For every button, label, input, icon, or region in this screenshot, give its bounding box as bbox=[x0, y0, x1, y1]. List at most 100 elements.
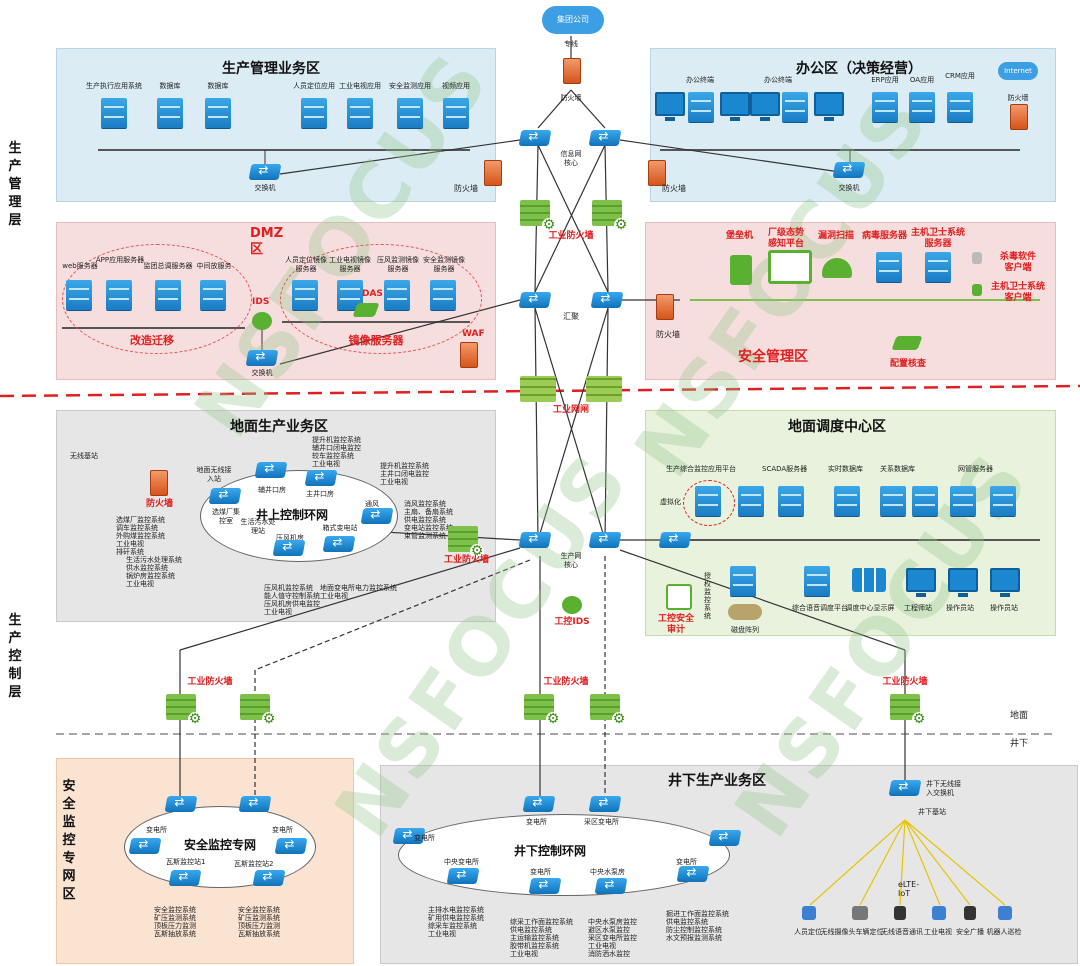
underground-node-label: 变电所 bbox=[530, 868, 551, 876]
switch-icon bbox=[658, 532, 692, 548]
switch-icon bbox=[676, 866, 710, 882]
group-company-cloud: 集团公司 bbox=[542, 6, 604, 34]
switch-icon bbox=[832, 162, 866, 178]
server-icon bbox=[106, 280, 132, 310]
system-label: 水文预报监测系统 bbox=[666, 934, 722, 942]
system-label: 调车监控系统 bbox=[116, 524, 158, 532]
system-label: 主排水电监控系统 bbox=[428, 906, 484, 914]
system-label: 主扇、备扇系统 bbox=[404, 508, 453, 516]
pc-icon bbox=[655, 92, 685, 121]
system-label: 工业电视 bbox=[588, 942, 616, 950]
server-label: 生产执行应用系统 bbox=[86, 82, 142, 90]
server-icon bbox=[155, 280, 181, 310]
wireless-switch-icon bbox=[888, 780, 922, 796]
system-label: 供电监控系统 bbox=[510, 926, 552, 934]
server-icon bbox=[347, 98, 373, 128]
endpoint-icon bbox=[964, 906, 976, 920]
prod-core-switch-left bbox=[518, 532, 552, 548]
ind-ids-label: 工控IDS bbox=[554, 617, 590, 627]
server-icon bbox=[397, 98, 423, 128]
migration-ring bbox=[62, 244, 252, 354]
switch-icon bbox=[594, 878, 628, 894]
surface-node-label: 地面无线接入站 bbox=[196, 466, 232, 483]
info-core-switch-right bbox=[588, 130, 622, 146]
system-label: 工业电视 bbox=[320, 592, 348, 600]
system-label: 消风监控系统 bbox=[404, 500, 446, 508]
endpoint-icon bbox=[852, 906, 868, 920]
server-icon bbox=[834, 486, 860, 516]
office-terminal-label: 办公终端 bbox=[686, 76, 714, 84]
underground-node-label: 变电所 bbox=[676, 858, 697, 866]
industrial-firewall-icon bbox=[166, 694, 202, 726]
switch-icon bbox=[708, 830, 742, 846]
office-fw-label: 防火墙 bbox=[1007, 94, 1029, 102]
office-terminal-label: 办公终端 bbox=[764, 76, 792, 84]
switch-icon bbox=[245, 350, 279, 366]
switch-label: 交换机 bbox=[251, 369, 273, 377]
surface-ring-label: 井上控制环网 bbox=[256, 508, 329, 522]
server-label: 数据库 bbox=[159, 82, 181, 90]
industrial-firewall-label: 工业防火墙 bbox=[543, 677, 589, 687]
switch-icon bbox=[252, 870, 286, 886]
production-mgmt-title: 生产管理业务区 bbox=[222, 61, 320, 77]
system-label: 矿压监测系统 bbox=[238, 914, 280, 922]
switch-icon bbox=[248, 164, 282, 180]
wireless-switch-label: 井下无线接入交换机 bbox=[926, 780, 961, 797]
vuln-scan-icon bbox=[822, 258, 852, 278]
server-icon bbox=[925, 252, 951, 282]
system-label: 消防洒水监控 bbox=[588, 950, 630, 958]
endpoint-icon bbox=[894, 906, 906, 920]
converge-label: 汇聚 bbox=[563, 312, 579, 321]
mirror-server-label: 安全监测镜像服务器 bbox=[423, 256, 465, 273]
leased-line-label: 专线 bbox=[564, 40, 578, 48]
switch-icon bbox=[272, 540, 306, 556]
dispatch-terminal-label: 综合语音调度平台 bbox=[792, 604, 848, 612]
underground-node-label: 变电所 bbox=[526, 818, 547, 826]
endpoint-icon bbox=[932, 906, 946, 920]
system-label: 瓦斯抽放系统 bbox=[238, 930, 280, 938]
server-icon bbox=[909, 92, 935, 122]
endpoint-icon bbox=[998, 906, 1012, 920]
endpoint-label: 机器人巡检 bbox=[986, 928, 1022, 936]
firewall-label: 防火墙 bbox=[146, 499, 174, 509]
system-label: 顶板压力监测 bbox=[238, 922, 280, 930]
side-label-mgmt: 生产管理层 bbox=[8, 141, 22, 228]
system-label: 避区水泵监控 bbox=[588, 926, 630, 934]
firewall-icon bbox=[484, 160, 502, 186]
system-label: 主运输监控系统 bbox=[510, 934, 559, 942]
system-label: 变电站监控系统 bbox=[404, 524, 453, 532]
server-icon bbox=[950, 486, 976, 516]
surface-node-label: 主井口房 bbox=[306, 490, 334, 498]
pc-icon bbox=[990, 568, 1020, 597]
system-label: 工业电视 bbox=[380, 478, 408, 486]
dmz-server-label: 监团总调服务器 bbox=[143, 262, 193, 270]
config-check-icon bbox=[891, 336, 923, 350]
firewall-icon bbox=[1010, 104, 1028, 130]
system-label: 工业电视 bbox=[264, 608, 292, 616]
switch-icon bbox=[208, 488, 242, 504]
industrial-firewall-label: 工业防火墙 bbox=[187, 677, 233, 687]
server-icon bbox=[443, 98, 469, 128]
surface-node-label: 生活污水处理站 bbox=[240, 518, 276, 535]
server-icon bbox=[695, 486, 721, 516]
dispatch-server-label: 实时数据库 bbox=[828, 465, 863, 473]
mirror-server-label: 人员定位镜像服务器 bbox=[285, 256, 327, 273]
switch-icon bbox=[588, 796, 622, 812]
oa-label: OA应用 bbox=[909, 76, 935, 84]
server-icon bbox=[430, 280, 456, 310]
system-label: 供水监控系统 bbox=[126, 564, 168, 572]
display-wall-icon bbox=[852, 568, 886, 592]
system-label: 束管监测系统 bbox=[404, 532, 446, 540]
mirror-server-label: 工业电视镜像服务器 bbox=[329, 256, 371, 273]
antivirus-client-icon bbox=[972, 252, 982, 264]
switch-label: 交换机 bbox=[254, 184, 276, 192]
ids-icon bbox=[252, 312, 272, 330]
side-label-control: 生产控制层 bbox=[8, 613, 22, 700]
system-label: 顶板压力监测 bbox=[154, 922, 196, 930]
security-item-label: 杀毒软件客户端 bbox=[999, 252, 1036, 273]
industrial-gateway-icon bbox=[586, 376, 622, 402]
firewall-label: 防火墙 bbox=[656, 330, 680, 339]
migration-label: 改造迁移 bbox=[130, 334, 174, 347]
system-label: 提升机监控系统 bbox=[312, 436, 361, 444]
system-label: 地面变电所电力监控系统 bbox=[320, 584, 397, 592]
